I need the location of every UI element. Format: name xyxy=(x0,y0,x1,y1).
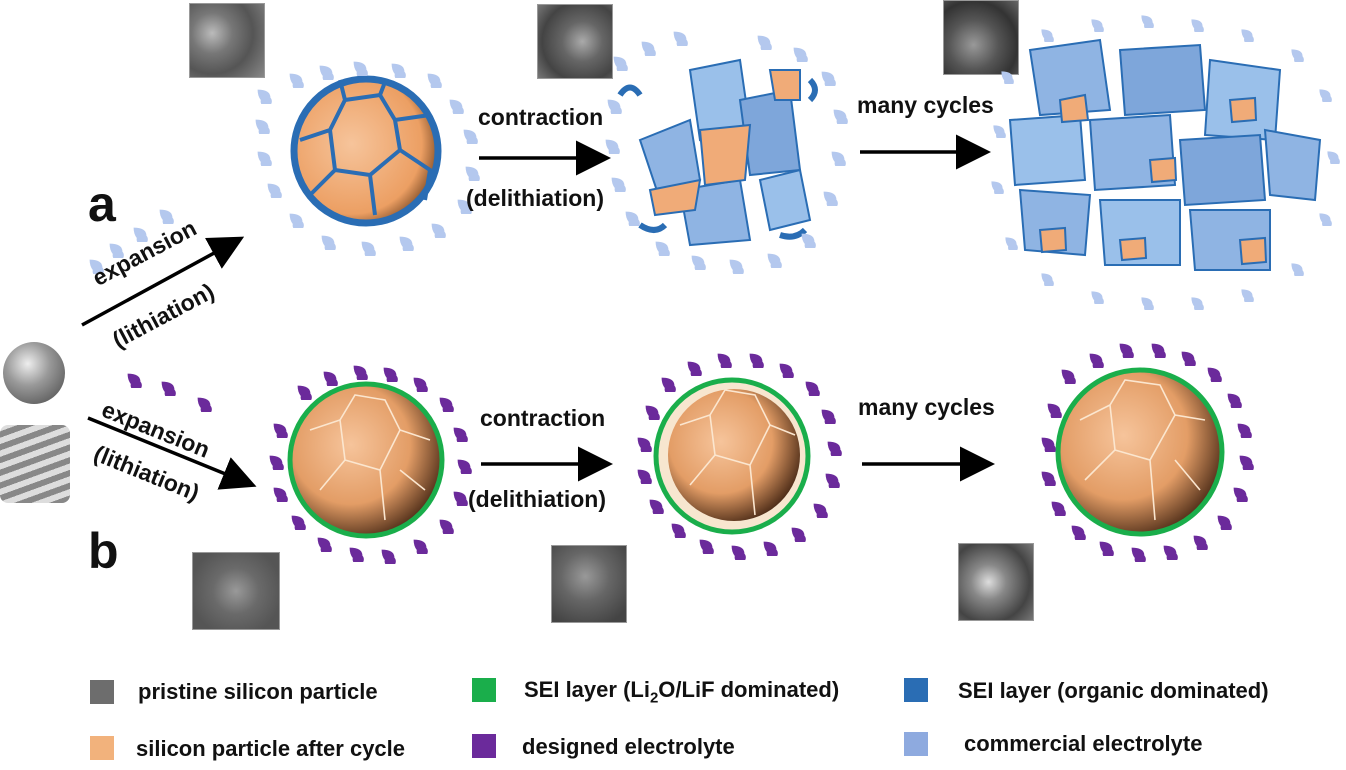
legend-swatch-after-cycle xyxy=(90,736,114,760)
contraction-label-b: contraction xyxy=(480,405,606,431)
particle-a3-pulverized xyxy=(1008,38,1322,271)
many-cycles-label-a: many cycles xyxy=(857,92,994,118)
panel-label-a: a xyxy=(88,176,116,232)
legend-label-sei-inorganic: SEI layer (Li2O/LiF dominated) xyxy=(524,677,840,707)
legend-label-sei-organic: SEI layer (organic dominated) xyxy=(958,678,1269,703)
arrow-expansion-a xyxy=(81,236,245,327)
particle-b2 xyxy=(653,377,811,535)
pristine-particle-sem xyxy=(3,342,65,404)
sem-image-a2 xyxy=(537,4,613,79)
legend-label-after-cycle: silicon particle after cycle xyxy=(136,736,406,761)
legend-swatch-designed-electrolyte xyxy=(472,734,496,758)
legend-swatch-pristine xyxy=(90,680,114,704)
delithiation-label-b: (delithiation) xyxy=(468,486,606,512)
many-cycles-label-b: many cycles xyxy=(858,394,995,420)
sem-image-a3 xyxy=(943,0,1019,75)
particle-b1 xyxy=(287,381,445,539)
sem-image-b2 xyxy=(551,545,627,623)
arrow-expansion-b xyxy=(87,416,257,490)
legend-swatch-sei-organic xyxy=(904,678,928,702)
legend-label-commercial-electrolyte: commercial electrolyte xyxy=(964,731,1203,756)
legend-label-pristine: pristine silicon particle xyxy=(138,679,378,704)
sem-image-b3 xyxy=(958,543,1034,621)
particle-b3 xyxy=(1055,367,1225,537)
particle-a1 xyxy=(290,75,442,227)
panel-label-b: b xyxy=(88,523,119,579)
pristine-particle-sem-side xyxy=(0,425,70,503)
sem-image-b1 xyxy=(192,552,280,630)
delithiation-label-a: (delithiation) xyxy=(466,185,604,211)
legend-label-designed-electrolyte: designed electrolyte xyxy=(522,734,735,759)
sem-image-a1 xyxy=(189,3,265,78)
legend-swatch-commercial-electrolyte xyxy=(904,732,928,756)
legend-swatch-sei-inorganic xyxy=(472,678,496,702)
particle-a2-fragments xyxy=(617,58,818,247)
contraction-label-a: contraction xyxy=(478,104,604,130)
